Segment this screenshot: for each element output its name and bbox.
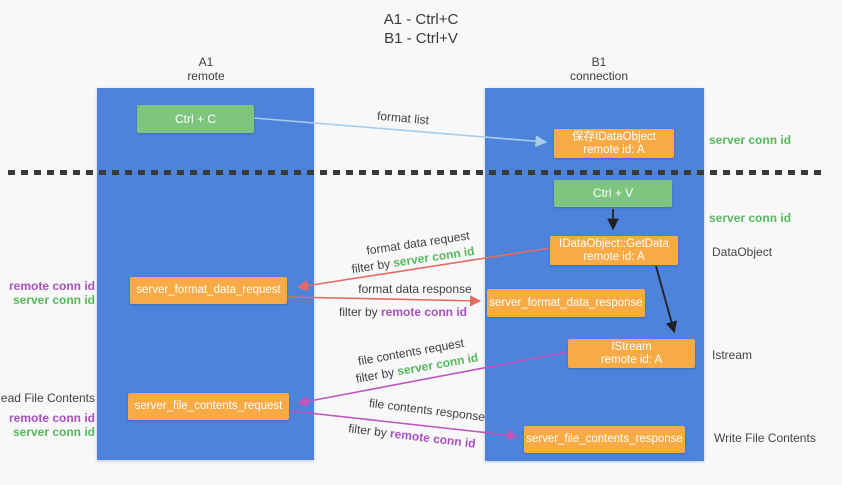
node-ctrl-v: Ctrl + V [554,180,672,207]
node-ctrl-c-label: Ctrl + C [174,111,216,126]
node-istream-line2: remote id: A [600,353,663,366]
node-ctrl-c: Ctrl + C [137,105,254,133]
label-istream: Istream [712,348,753,362]
node-istream-line1: IStream [611,340,652,353]
node-file-request-label: server_file_contents_request [134,400,283,412]
title-line-a1: A1 - Ctrl+C [383,11,459,28]
label-remote-conn-id-left-2: remote conn id [8,411,95,425]
label-file-contents-response: file contents response [368,395,486,425]
label-server-conn-id-right-mid: server conn id [709,211,792,225]
label-server-conn-id-left-2: server conn id [12,425,95,439]
filter-by-text: filter by [350,256,395,277]
lifeline-header-b1: B1 connection [549,55,649,83]
node-idataobject-getdata: IDataObject::GetData remote id: A [550,236,678,265]
node-save-idataobject: 保存IDataObject remote id: A [554,129,674,158]
node-istream: IStream remote id: A [568,339,695,368]
label-write-file-contents: Write File Contents [714,431,816,445]
node-server-file-contents-request: server_file_contents_request [128,393,289,420]
remote-conn-id-text: remote conn id [381,305,468,319]
node-format-response-label: server_format_data_response [489,296,643,309]
label-server-conn-id-right-top: server conn id [709,133,792,147]
node-file-response-label: server_file_contents_response [526,433,683,445]
title-line-b1: B1 - Ctrl+V [384,30,458,47]
label-format-list: format list [376,108,430,128]
node-save-idataobject-line2: remote id: A [583,143,645,156]
label-dataobject: DataObject [712,245,773,259]
filter-by-text: filter by [338,305,381,319]
node-format-request-label: server_format_data_request [136,284,281,296]
node-ctrl-v-label: Ctrl + V [592,186,634,200]
label-read-file-contents: Read File Contents [0,391,95,405]
label-format-data-response: format data response [358,282,472,296]
filter-by-text: filter by [347,421,392,441]
lifeline-header-a1: A1 remote [156,55,256,83]
lifeline-b1-name: B1 [591,55,607,69]
label-filter-by-remote-2: filter by remote conn id [348,421,477,450]
node-save-idataobject-line1: 保存IDataObject [572,130,656,143]
node-getdata-line1: IDataObject::GetData [559,237,669,250]
node-server-format-data-request: server_format_data_request [130,277,287,304]
node-server-format-data-response: server_format_data_response [487,289,645,317]
lifeline-a1-name: A1 [198,55,214,69]
node-server-file-contents-response: server_file_contents_response [524,426,685,453]
remote-conn-id-text: remote conn id [389,426,477,451]
node-getdata-line2: remote id: A [583,250,645,263]
machine-boundary-dashed-line [8,170,826,175]
label-filter-by-remote-1: filter by remote conn id [339,305,467,319]
lifeline-a1-role: remote [187,69,225,83]
label-remote-conn-id-left-1: remote conn id [8,279,95,293]
format-data-response-arrow [287,295,482,307]
lifeline-b1-role: connection [569,69,629,83]
diagram-title: A1 - Ctrl+C B1 - Ctrl+V [0,10,842,48]
label-server-conn-id-left-1: server conn id [12,293,95,307]
